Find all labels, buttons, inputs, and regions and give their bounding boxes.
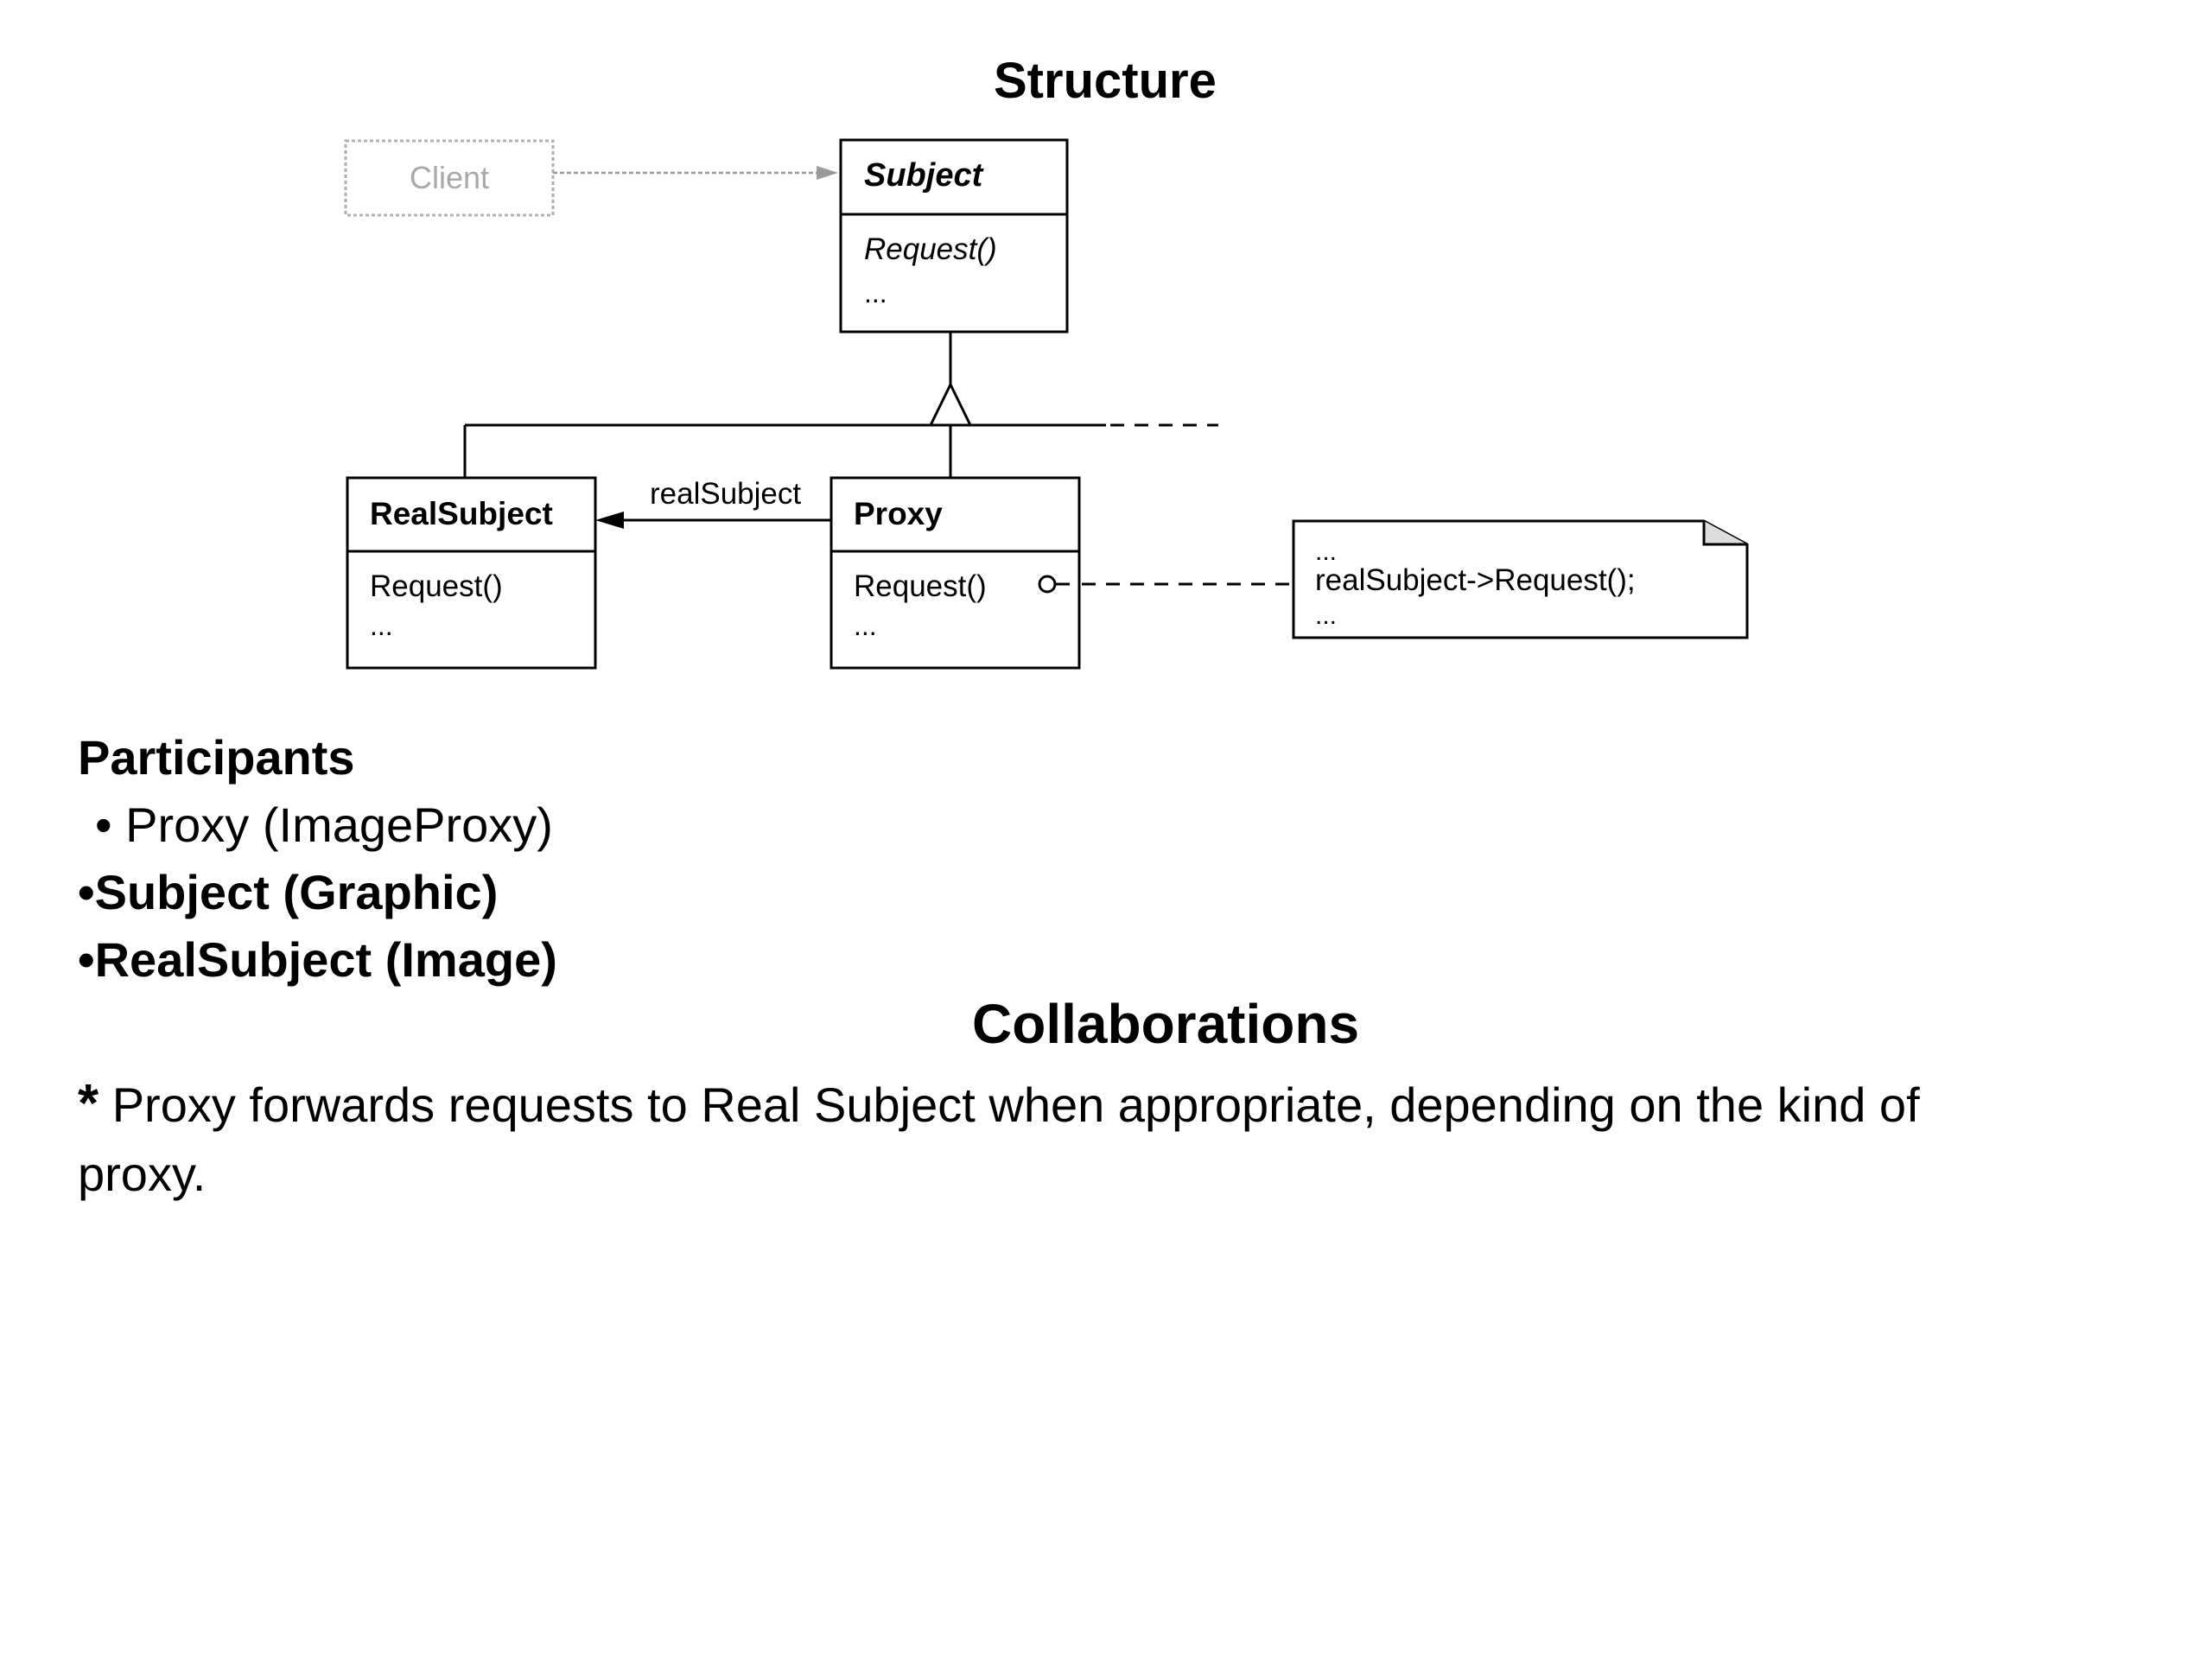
real-subject-class: RealSubject Request() ... bbox=[346, 476, 597, 670]
subject-class: Subject Request() ... bbox=[839, 138, 1069, 334]
participant-item: •Subject (Graphic) bbox=[78, 865, 499, 919]
proxy-more: ... bbox=[854, 610, 877, 641]
note-line-2: realSubject->Request(); bbox=[1315, 563, 1636, 597]
asterisk: * bbox=[78, 1074, 99, 1134]
inheritance-triangle-icon bbox=[928, 381, 973, 427]
association-arrowhead-icon bbox=[595, 512, 624, 529]
participants-section: Participants • Proxy (ImageProxy) •Subje… bbox=[78, 724, 557, 994]
note-fold-icon bbox=[1702, 521, 1747, 546]
note-connector bbox=[1038, 575, 1293, 594]
real-subject-more: ... bbox=[370, 610, 393, 641]
collaborations-text: * Proxy forwards requests to Real Subjec… bbox=[78, 1070, 1979, 1209]
note-line-3: ... bbox=[1315, 601, 1337, 630]
real-subject-name: RealSubject bbox=[370, 496, 553, 531]
subject-more: ... bbox=[864, 277, 887, 308]
real-subject-method: Request() bbox=[370, 569, 503, 603]
proxy-class: Proxy Request() ... bbox=[830, 476, 1081, 670]
uml-structure-diagram: Client Subject Request() ... bbox=[344, 138, 1749, 670]
subject-name: Subject bbox=[864, 157, 984, 194]
association-label: realSubject bbox=[650, 477, 801, 511]
note-anchor-icon bbox=[1038, 575, 1057, 594]
participants-heading: Participants bbox=[78, 730, 355, 785]
participant-item: •RealSubject (Image) bbox=[78, 932, 557, 987]
collaborations-heading: Collaborations bbox=[972, 993, 1360, 1055]
proxy-name: Proxy bbox=[854, 496, 943, 531]
participant-item: • Proxy (ImageProxy) bbox=[95, 798, 553, 852]
client-box: Client bbox=[344, 139, 555, 217]
inheritance-lines bbox=[463, 332, 1218, 478]
client-label: Client bbox=[410, 160, 489, 195]
code-note: ... realSubject->Request(); ... bbox=[1292, 519, 1749, 639]
collaborations-body: Proxy forwards requests to Real Subject … bbox=[78, 1077, 1920, 1201]
structure-title: Structure bbox=[994, 53, 1217, 109]
arrowhead-icon bbox=[817, 166, 838, 180]
client-subject-arrow bbox=[553, 166, 838, 180]
real-subject-association: realSubject bbox=[595, 477, 831, 529]
proxy-method: Request() bbox=[854, 569, 987, 603]
subject-method: Request() bbox=[864, 232, 997, 266]
note-line-1: ... bbox=[1315, 537, 1337, 566]
